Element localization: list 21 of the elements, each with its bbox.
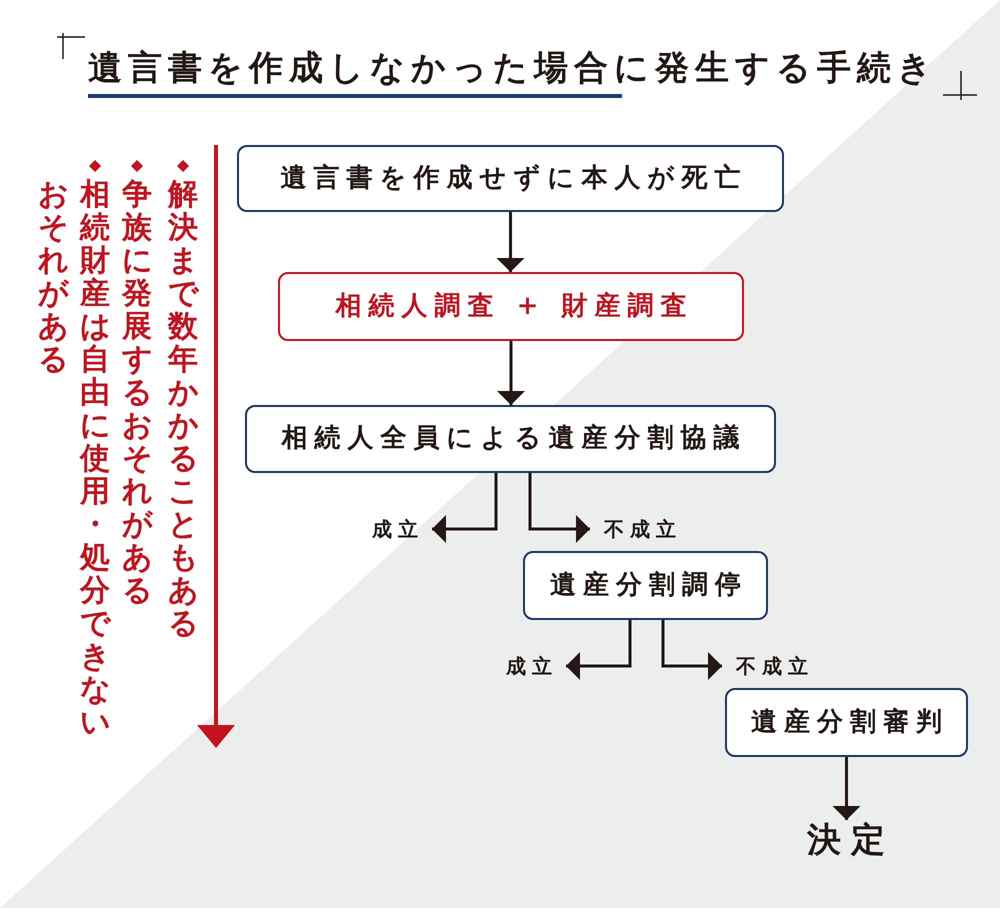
highlighted-process-box: 相続人調査 + 財産調査 [278,272,744,341]
note-text: 解決まで数年かかることもある [168,178,198,640]
arrow [528,473,590,543]
arrow [832,757,860,820]
branch-label: 成立 [358,514,432,544]
process-box: 遺産分割審判 [725,688,968,757]
process-box: 遺言書を作成せずに本人が死亡 [237,145,784,212]
result-label: 決定 [797,820,895,861]
branch-label: 成立 [492,651,566,681]
process-box: 遺産分割調停 [523,551,768,620]
note-text: 争族に発展するおそれがある [122,178,152,607]
arrow [496,212,524,272]
arrow [497,341,525,405]
process-box: 相続人全員による遺産分割協議 [245,405,776,473]
arrow [566,620,632,680]
arrow [432,473,498,543]
branch-label: 不成立 [722,651,822,681]
branch-label: 不成立 [590,514,690,544]
note-text: 相続財産は自由に使用・処分できないおそれがある [38,178,110,741]
title: 遺言書を作成しなかった場合に発生する手続き [88,47,938,90]
arrow [662,620,722,680]
